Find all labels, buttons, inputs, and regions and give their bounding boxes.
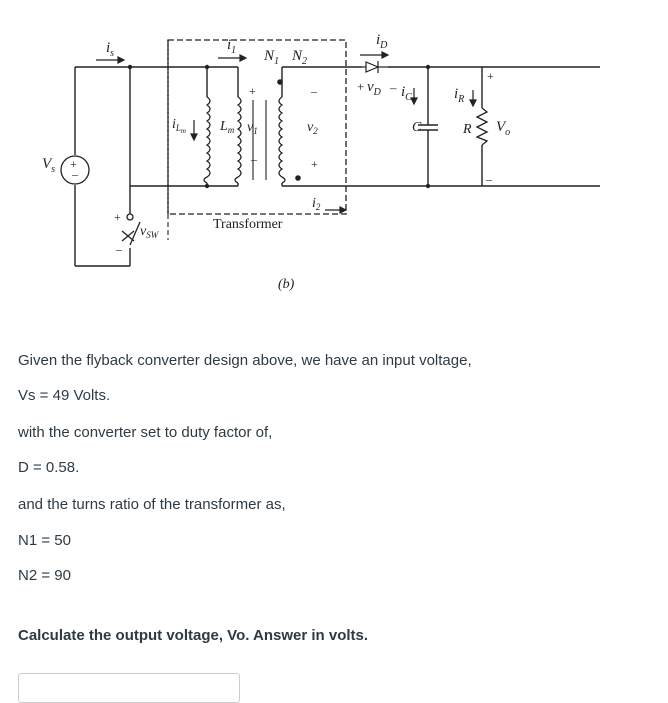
vd-plus: + [357, 79, 364, 94]
question-prompt: Calculate the output voltage, Vo. Answer… [18, 627, 369, 644]
lm-label: Lm [219, 119, 235, 135]
i2-label: i2 [312, 196, 321, 212]
v2-plus: + [311, 157, 318, 171]
ilm-label: iLm [172, 117, 186, 135]
vsw-label: vSW [140, 224, 160, 240]
secondary-dot [295, 175, 301, 181]
resistor-zigzag [475, 107, 489, 146]
capacitor-label: C [412, 120, 422, 135]
question-n2: N2 = 90 [18, 567, 71, 584]
vs-label: Vs [42, 156, 55, 175]
question-vs: Vs = 49 Volts. [18, 387, 111, 404]
switch-symbol [121, 213, 141, 246]
vo-minus: – [485, 172, 493, 186]
junction-dots [127, 64, 431, 189]
question-text-line-1: Given the flyback converter design above… [18, 352, 472, 369]
primary-dot [277, 79, 283, 85]
is-label: is [106, 40, 114, 59]
vo-plus: + [487, 69, 494, 83]
vo-label: Vo [496, 119, 510, 138]
secondary-coil [278, 96, 286, 184]
id-label: iD [376, 32, 388, 51]
n2-label: N2 [291, 48, 307, 67]
current-arrows [96, 51, 477, 214]
v1-label: v1 [247, 120, 258, 136]
question-text-line-3: with the converter set to duty factor of… [18, 424, 273, 441]
diode-symbol [362, 61, 388, 73]
vd-minus: – [389, 80, 397, 95]
n1-label: N1 [263, 48, 279, 67]
v1-plus: + [249, 84, 256, 98]
vd-label: vD [367, 79, 382, 98]
primary-coil [234, 96, 242, 184]
source-plus: + [70, 157, 77, 171]
switch-plus: + [114, 210, 121, 224]
i1-label: i1 [227, 37, 236, 56]
switch-minus: – [115, 242, 123, 256]
voltage-source-symbol [60, 155, 90, 185]
question-d: D = 0.58. [18, 459, 80, 476]
transformer-label: Transformer [213, 217, 283, 232]
question-text-line-5: and the turns ratio of the transformer a… [18, 496, 286, 513]
answer-input[interactable] [18, 673, 240, 703]
lm-coil [203, 96, 211, 184]
circuit-wires [74, 66, 600, 267]
figure-caption: (b) [278, 277, 295, 292]
v2-minus: – [310, 84, 318, 98]
source-minus: – [71, 167, 79, 181]
ic-label: iC [401, 84, 412, 103]
ir-label: iR [454, 86, 464, 105]
v2-label: v2 [307, 120, 318, 136]
v1-minus: – [250, 152, 258, 166]
question-n1: N1 = 50 [18, 532, 71, 549]
flyback-circuit-diagram: is i1 N1 N2 iD + vD – iC iR + Vo – iLm L… [42, 32, 600, 292]
resistor-label: R [462, 122, 472, 137]
